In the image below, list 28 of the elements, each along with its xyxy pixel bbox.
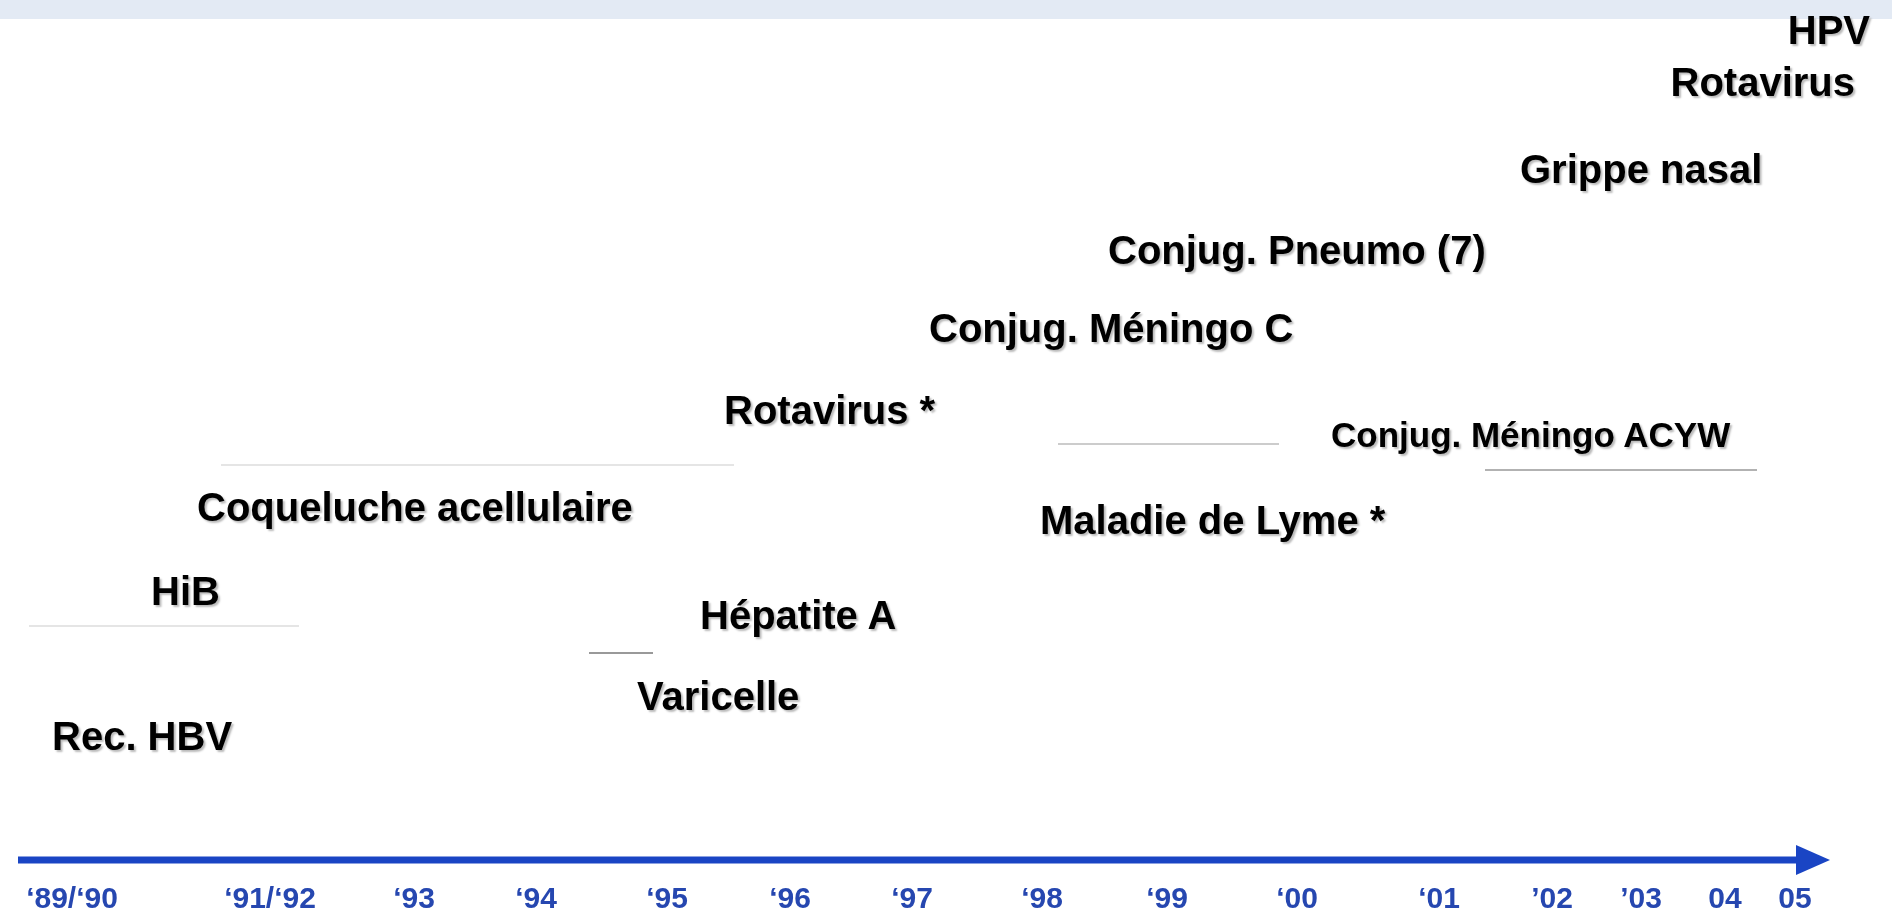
vaccine-label: Conjug. Méningo C: [929, 308, 1294, 348]
vaccine-label: HiB: [151, 571, 220, 611]
year-label: ’02: [1531, 883, 1573, 913]
vaccine-label: Rotavirus *: [724, 390, 936, 430]
vaccine-label: Rec. HBV: [52, 716, 233, 756]
vaccine-label: Hépatite A: [700, 595, 897, 635]
year-label: 05: [1778, 883, 1812, 913]
vaccine-label: Conjug. Méningo ACYW: [1331, 416, 1731, 452]
year-label: ‘96: [769, 883, 811, 913]
year-label: ‘01: [1418, 883, 1460, 913]
year-label: ‘95: [646, 883, 688, 913]
vaccine-label: Conjug. Pneumo (7): [1108, 230, 1486, 270]
year-label: ‘99: [1146, 883, 1188, 913]
vaccine-label: Rotavirus: [1670, 62, 1855, 102]
vaccine-label: Varicelle: [637, 676, 800, 716]
year-label: 04: [1708, 883, 1742, 913]
year-label: ’03: [1620, 883, 1662, 913]
vaccine-label: Coqueluche acellulaire: [197, 487, 633, 527]
year-label: ‘93: [393, 883, 435, 913]
vaccine-label: Maladie de Lyme *: [1040, 500, 1386, 540]
vaccine-label: Grippe nasal: [1520, 149, 1763, 189]
year-label: ‘97: [891, 883, 933, 913]
year-label: ‘91/‘92: [224, 883, 316, 913]
year-label: ‘98: [1021, 883, 1063, 913]
year-label: ‘94: [515, 883, 557, 913]
year-label: ‘89/‘90: [26, 883, 118, 913]
year-label: ‘00: [1276, 883, 1318, 913]
vaccine-label: HPV: [1787, 10, 1870, 50]
